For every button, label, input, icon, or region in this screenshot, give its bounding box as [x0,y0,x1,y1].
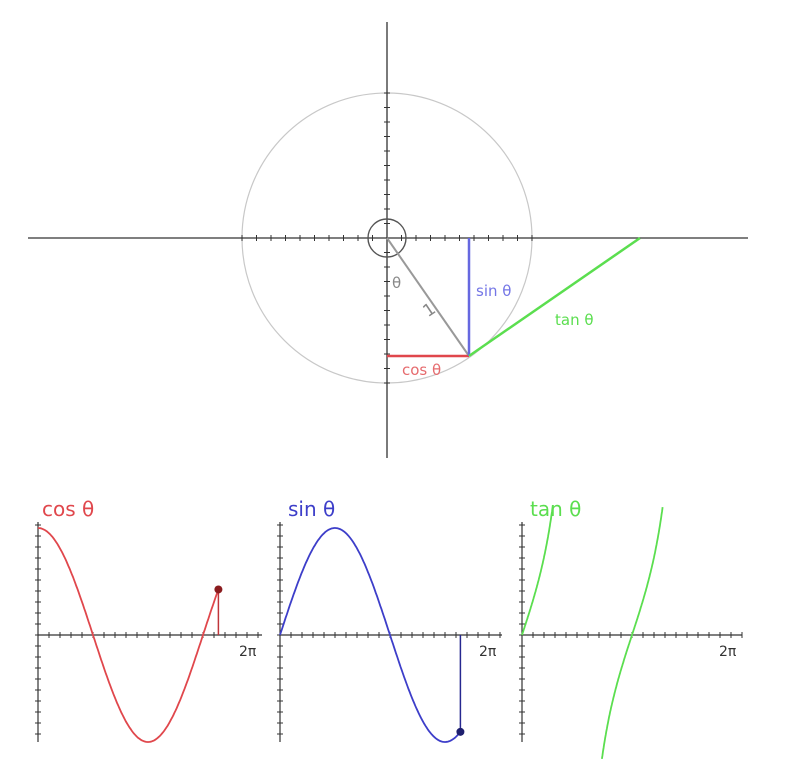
cos-graph: cos θ 2π [35,497,262,743]
sin-label: sin θ [476,282,511,300]
tan-graph-ticks [519,524,743,735]
sin-graph-ticks [277,524,501,735]
cos-graph-ticks [35,524,259,735]
tan-segment [468,236,641,358]
sin-graph: sin θ 2π [277,497,502,743]
tan-curve-branch-2 [601,506,664,760]
tan-label: tan θ [555,311,594,329]
angle-marker [367,218,407,258]
tan-graph-2pi-label: 2π [719,644,737,660]
sin-current-point [456,727,465,736]
radius-line [386,237,470,357]
tan-graph-title: tan θ [530,497,581,521]
cos-graph-2pi-label: 2π [239,644,257,660]
cos-graph-title: cos θ [42,497,94,521]
cos-curve [37,527,220,743]
unit-circle-figure: θ 1 sin θ cos θ tan θ [28,22,748,458]
sin-graph-title: sin θ [288,497,335,521]
cos-label: cos θ [402,361,441,379]
sin-curve [279,527,462,743]
theta-label: θ [392,274,401,292]
sin-graph-2pi-label: 2π [479,644,497,660]
tan-graph: tan θ 2π [519,497,743,760]
axis-ticks [241,92,533,384]
tan-curve-branch-1 [521,504,554,636]
cos-current-point [214,585,223,594]
